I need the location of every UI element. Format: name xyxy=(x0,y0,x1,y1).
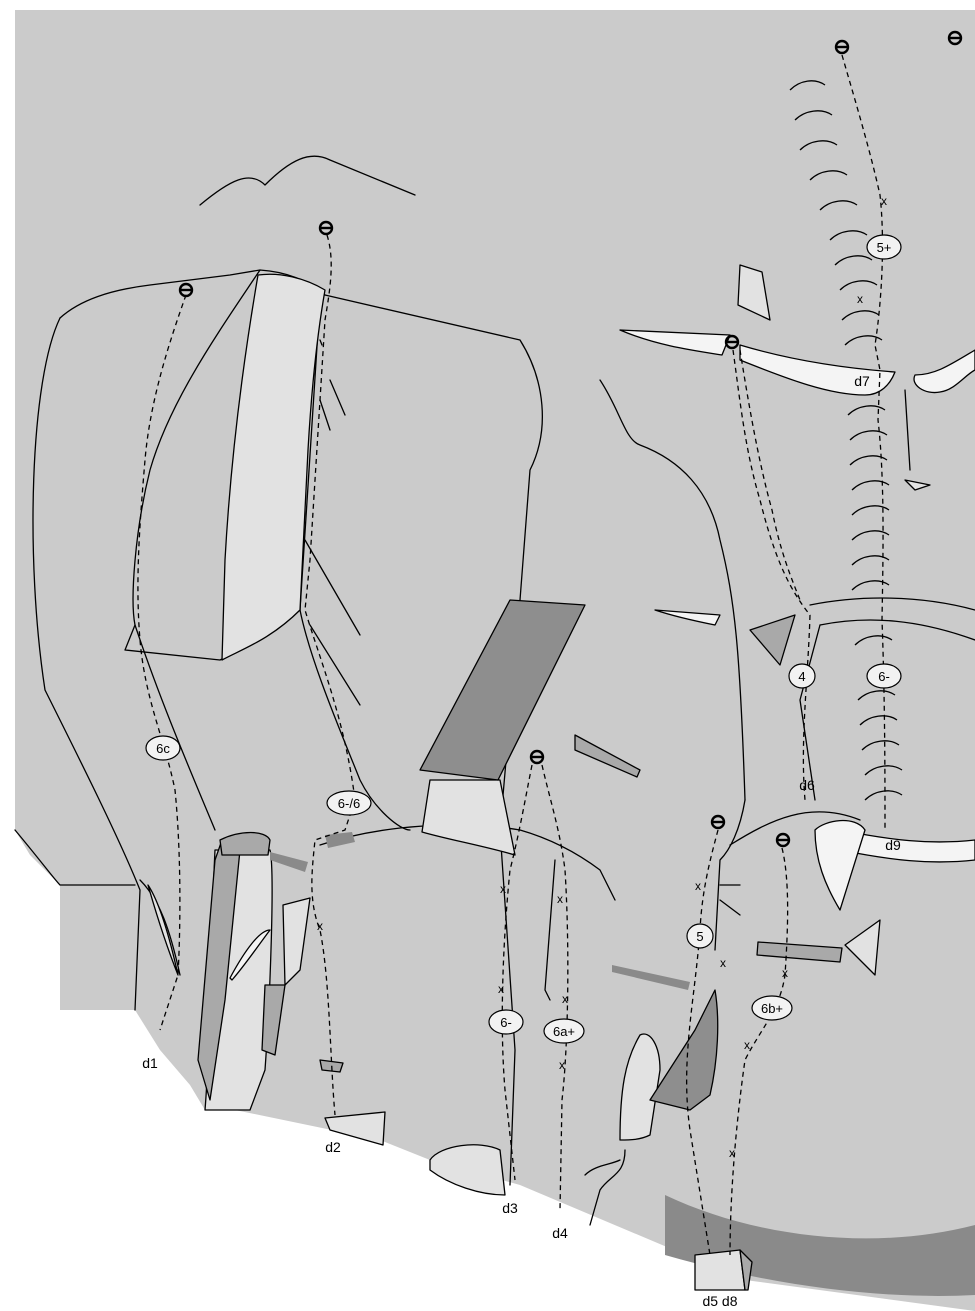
start-label: d9 xyxy=(885,837,901,853)
start-label: d1 xyxy=(142,1055,158,1071)
bolt-icon: x xyxy=(317,919,323,933)
bolt-icon: x xyxy=(881,194,887,208)
grade-badge: 5 xyxy=(687,924,713,948)
grade-badge: 6- xyxy=(867,664,901,688)
grade-label: 6a+ xyxy=(553,1024,575,1039)
grade-badge: 6b+ xyxy=(752,996,792,1020)
grade-badge: 4 xyxy=(789,664,815,688)
grade-badge: 6- xyxy=(489,1010,523,1034)
grade-label: 6b+ xyxy=(761,1001,783,1016)
start-label: d3 xyxy=(502,1200,518,1216)
bolt-icon: x xyxy=(744,1038,750,1052)
grade-label: 4 xyxy=(798,669,805,684)
bolt-icon: x xyxy=(720,956,726,970)
start-label: d6 xyxy=(799,777,815,793)
bolt-icon: x xyxy=(562,992,568,1006)
bolt-icon: x xyxy=(498,982,504,996)
grade-label: 6- xyxy=(500,1015,512,1030)
bolt-icon: x xyxy=(782,966,788,980)
start-label: d2 xyxy=(325,1139,341,1155)
grade-label: 6-/6 xyxy=(338,796,360,811)
grade-badge: 6-/6 xyxy=(327,791,371,815)
grade-badge: 6c xyxy=(146,736,180,760)
grade-badge: 5+ xyxy=(867,235,901,259)
grade-label: 6c xyxy=(156,741,170,756)
bolt-icon: x xyxy=(500,882,506,896)
bolt-icon: x xyxy=(857,292,863,306)
grade-badge: 6a+ xyxy=(544,1019,584,1043)
grade-label: 5+ xyxy=(877,240,892,255)
grade-label: 6- xyxy=(878,669,890,684)
bolt-icon: x xyxy=(559,1058,565,1072)
start-label: d7 xyxy=(854,373,870,389)
bolt-icon: x xyxy=(557,892,563,906)
grade-label: 5 xyxy=(696,929,703,944)
bolt-icon: x xyxy=(695,879,701,893)
start-label: d4 xyxy=(552,1225,568,1241)
start-label: d5 d8 xyxy=(702,1293,737,1309)
bolt-icon: x xyxy=(729,1146,735,1160)
